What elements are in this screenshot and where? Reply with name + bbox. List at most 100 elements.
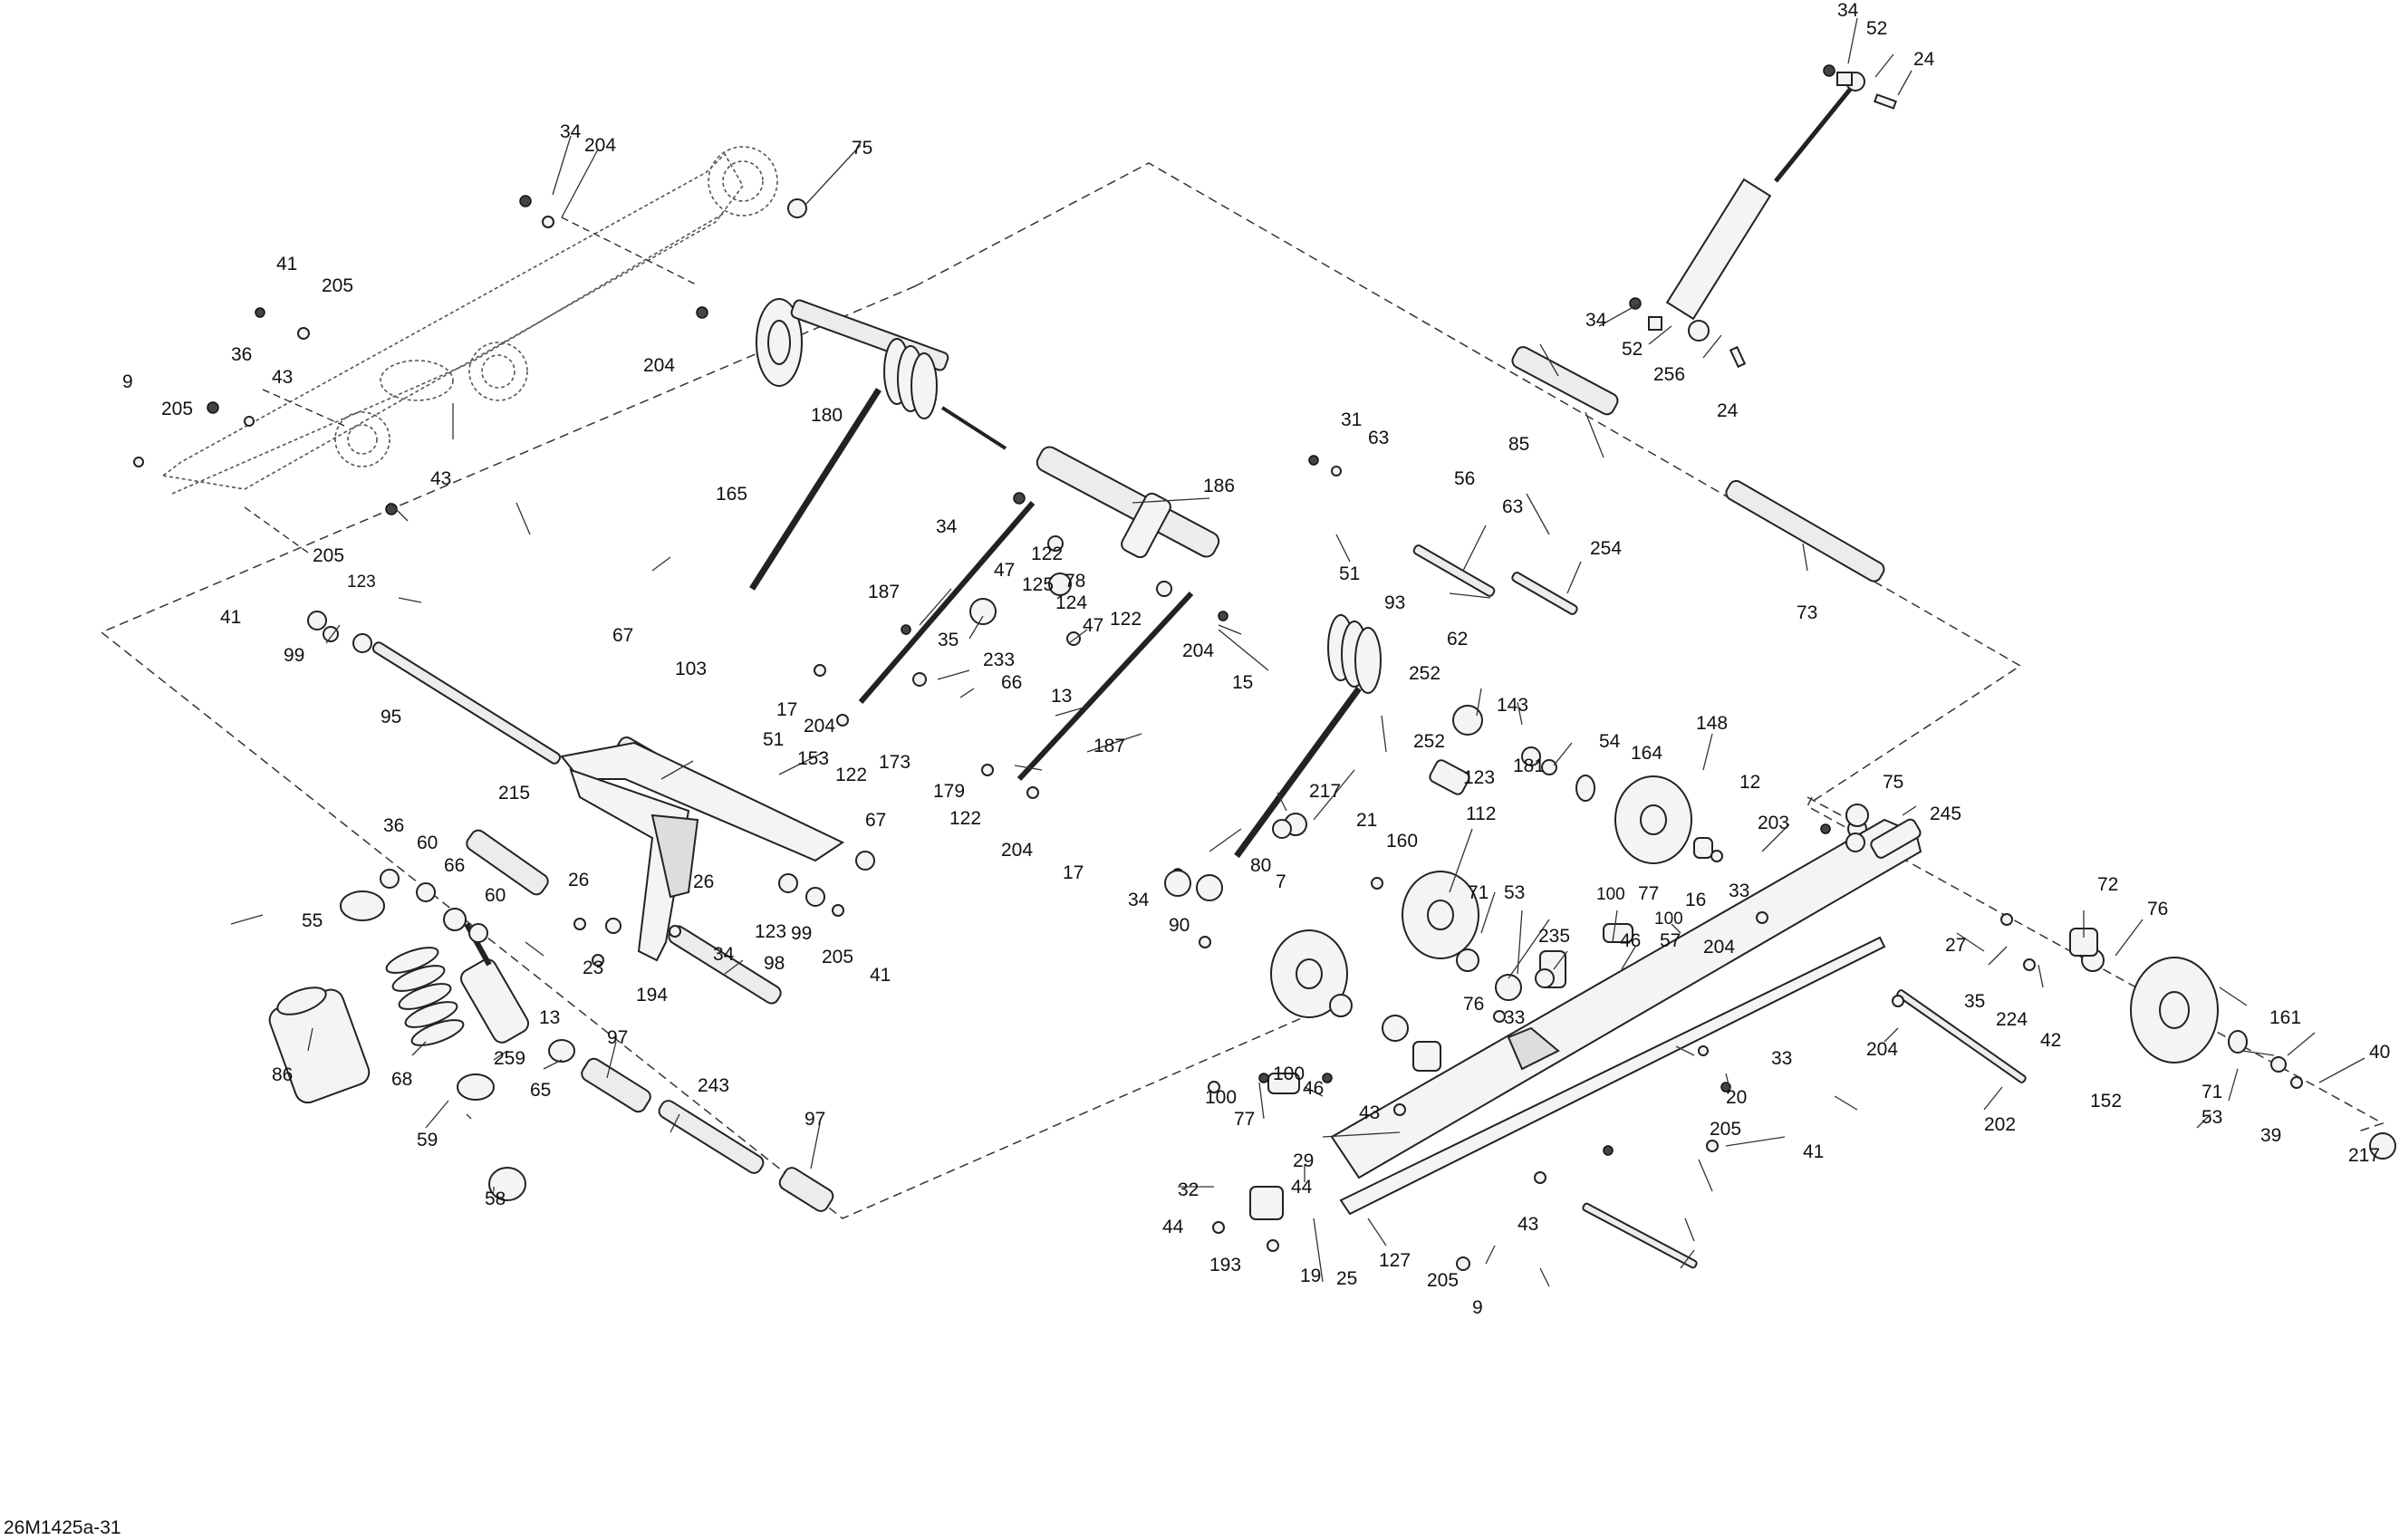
label: 203 xyxy=(1758,813,1789,833)
label: 39 xyxy=(2260,1125,2281,1146)
label: 72 xyxy=(2097,874,2118,895)
label: 67 xyxy=(612,625,633,646)
label: 63 xyxy=(1502,496,1523,517)
label: 24 xyxy=(1717,400,1739,421)
label: 179 xyxy=(933,781,965,802)
label: 173 xyxy=(879,752,910,773)
label: 47 xyxy=(1083,615,1103,636)
label: 85 xyxy=(1508,434,1529,455)
label: 13 xyxy=(1051,686,1072,707)
label: 19 xyxy=(1300,1266,1321,1286)
front-axle-assembly xyxy=(749,298,1382,859)
label: 47 xyxy=(994,560,1015,581)
label: 164 xyxy=(1631,743,1662,764)
label: 193 xyxy=(1209,1255,1241,1275)
label: 67 xyxy=(865,810,886,831)
label: 224 xyxy=(1996,1009,2028,1030)
label: 51 xyxy=(763,729,784,750)
label: 58 xyxy=(485,1189,506,1209)
label: 161 xyxy=(2269,1007,2301,1028)
label: 205 xyxy=(1427,1270,1459,1291)
label: 34 xyxy=(560,121,582,142)
label: 80 xyxy=(1250,855,1271,876)
label: 46 xyxy=(1303,1078,1324,1099)
label: 204 xyxy=(804,716,835,736)
label: 217 xyxy=(2348,1145,2380,1166)
label: 41 xyxy=(276,254,297,274)
label: 245 xyxy=(1930,804,1961,824)
leader-lines xyxy=(230,17,2365,1287)
label: 99 xyxy=(791,923,812,944)
shock-absorber xyxy=(1629,64,1897,369)
label: 160 xyxy=(1386,831,1418,852)
label: 122 xyxy=(1031,544,1063,564)
label: 187 xyxy=(868,582,900,602)
label: 34 xyxy=(1585,310,1607,331)
label: 33 xyxy=(1729,881,1749,901)
label: 153 xyxy=(797,748,829,769)
label: 122 xyxy=(1110,609,1142,630)
label: 7 xyxy=(1276,871,1286,892)
front-arm xyxy=(560,741,845,962)
label: 23 xyxy=(583,958,603,978)
label: 62 xyxy=(1447,629,1468,650)
label: 36 xyxy=(383,815,404,836)
slide-rails xyxy=(1330,818,1922,1216)
label: 59 xyxy=(417,1130,438,1150)
label: 103 xyxy=(675,659,707,679)
label: 16 xyxy=(1685,890,1706,910)
label: 98 xyxy=(764,953,785,974)
label: 152 xyxy=(2090,1091,2122,1112)
label: 34 xyxy=(1837,0,1859,21)
label: 32 xyxy=(1178,1179,1199,1200)
label: 26 xyxy=(568,870,589,890)
label: 204 xyxy=(584,135,616,156)
label: 76 xyxy=(1463,994,1484,1015)
label: 180 xyxy=(811,405,843,426)
label: 53 xyxy=(1504,882,1525,903)
label: 35 xyxy=(1964,991,1985,1012)
label: 43 xyxy=(1359,1102,1380,1123)
main-rail-ghost xyxy=(161,146,778,553)
label: 259 xyxy=(494,1048,525,1069)
label: 204 xyxy=(643,355,675,376)
label: 205 xyxy=(313,545,344,566)
label: 68 xyxy=(391,1069,412,1090)
label: 90 xyxy=(1169,915,1190,936)
label: 194 xyxy=(636,985,668,1006)
label: 204 xyxy=(1866,1039,1898,1060)
label: 43 xyxy=(1517,1214,1538,1235)
links xyxy=(858,501,1194,782)
label: 35 xyxy=(938,630,959,650)
label: 112 xyxy=(1466,804,1496,824)
label: 15 xyxy=(1232,672,1253,693)
label: 148 xyxy=(1696,713,1728,734)
label: 86 xyxy=(272,1064,293,1085)
label: 71 xyxy=(2201,1082,2222,1102)
label: 9 xyxy=(1472,1297,1483,1318)
label: 24 xyxy=(1913,49,1935,70)
label: 36 xyxy=(231,344,252,365)
label: 17 xyxy=(1063,862,1084,883)
label: 73 xyxy=(1797,602,1817,623)
label: 41 xyxy=(220,607,241,628)
label: 127 xyxy=(1379,1250,1411,1271)
label: 75 xyxy=(1883,772,1903,793)
label: 41 xyxy=(870,965,891,986)
label: 34 xyxy=(936,516,958,537)
label: 77 xyxy=(1234,1109,1255,1130)
label: 252 xyxy=(1413,731,1445,752)
label: 25 xyxy=(1336,1268,1357,1289)
label: 187 xyxy=(1094,736,1125,756)
label: 243 xyxy=(698,1075,729,1096)
label: 205 xyxy=(161,399,193,419)
label: 78 xyxy=(1065,571,1085,592)
label: 123 xyxy=(1463,767,1495,788)
label: 17 xyxy=(776,699,797,720)
rear-shock-assembly xyxy=(268,882,575,1201)
label: 31 xyxy=(1341,409,1362,430)
label: 95 xyxy=(381,707,401,727)
label: 46 xyxy=(1620,930,1641,951)
label: 202 xyxy=(1984,1114,2016,1135)
